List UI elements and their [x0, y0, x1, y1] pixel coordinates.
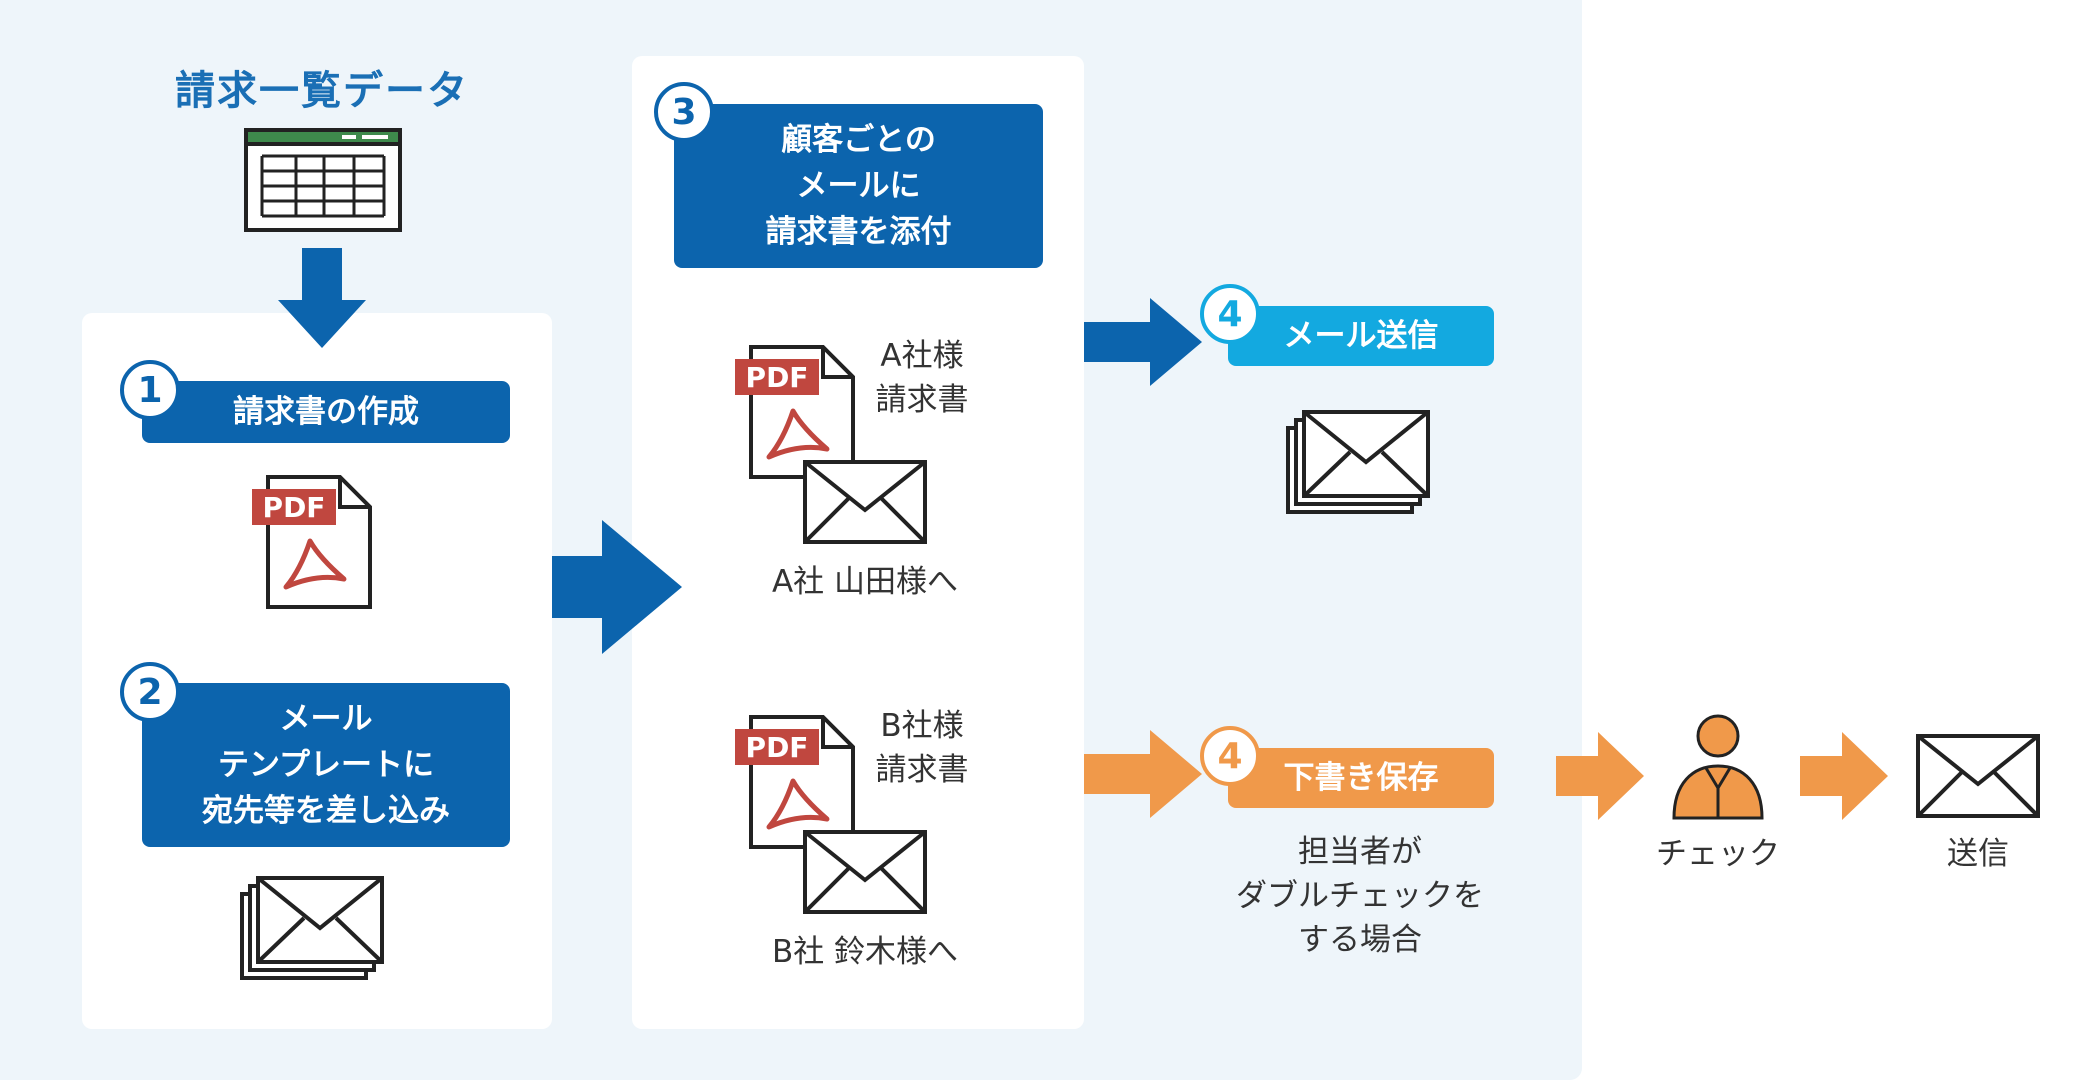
- person-icon: [1672, 714, 1764, 820]
- pdf-label: PDF: [746, 731, 809, 764]
- company-a-recipient: A社 山田様へ: [771, 564, 959, 600]
- company-a-invoice-label: A社様 請求書: [875, 338, 969, 418]
- step1-number-badge: 1: [120, 360, 180, 420]
- diagram-title: 請求一覧データ: [175, 68, 469, 114]
- company-b-recipient: B社 鈴木様へ: [771, 934, 959, 970]
- arrow-right-icon: [552, 520, 682, 654]
- stacked-envelopes-icon: [240, 876, 384, 980]
- step4-draft-label: 下書き保存: [1283, 760, 1439, 796]
- pdf-file-icon-company-b: PDF: [735, 715, 855, 849]
- spreadsheet-icon: [244, 128, 402, 232]
- step4-send-label: メール送信: [1283, 318, 1439, 354]
- send-label: 送信: [1947, 836, 2009, 872]
- step2-label: メール テンプレートに 宛先等を差し込み: [202, 701, 450, 829]
- envelope-icon-company-a: [803, 460, 927, 544]
- arrow-right-icon-orange: [1084, 730, 1202, 818]
- stacked-envelopes-icon: [1286, 410, 1430, 514]
- arrow-right-icon-orange: [1556, 732, 1644, 820]
- pdf-file-icon: PDF: [252, 475, 372, 609]
- check-label: チェック: [1656, 836, 1780, 872]
- step2-number-badge: 2: [120, 662, 180, 722]
- step4-draft-number-badge: 4: [1200, 726, 1260, 786]
- step3-number-badge: 3: [654, 82, 714, 142]
- pdf-label: PDF: [263, 491, 326, 524]
- step4-send-box: メール送信: [1228, 306, 1494, 366]
- step3-box: 顧客ごとの メールに 請求書を添付: [674, 104, 1043, 268]
- pdf-file-icon-company-a: PDF: [735, 345, 855, 479]
- arrow-right-icon-orange: [1800, 732, 1888, 820]
- company-b-invoice-label: B社様 請求書: [875, 708, 969, 788]
- step4-send-number-badge: 4: [1200, 284, 1260, 344]
- step2-box: メール テンプレートに 宛先等を差し込み: [142, 683, 510, 847]
- arrow-down-icon: [278, 248, 366, 348]
- step1-label: 請求書の作成: [233, 394, 419, 430]
- step3-label: 顧客ごとの メールに 請求書を添付: [765, 122, 952, 250]
- step1-box: 請求書の作成: [142, 381, 510, 443]
- step4-draft-box: 下書き保存: [1228, 748, 1494, 808]
- arrow-right-icon: [1084, 298, 1202, 386]
- envelope-icon-company-b: [803, 830, 927, 914]
- pdf-label: PDF: [746, 361, 809, 394]
- double-check-note: 担当者が ダブルチェックを する場合: [1236, 834, 1484, 958]
- envelope-icon: [1916, 734, 2040, 818]
